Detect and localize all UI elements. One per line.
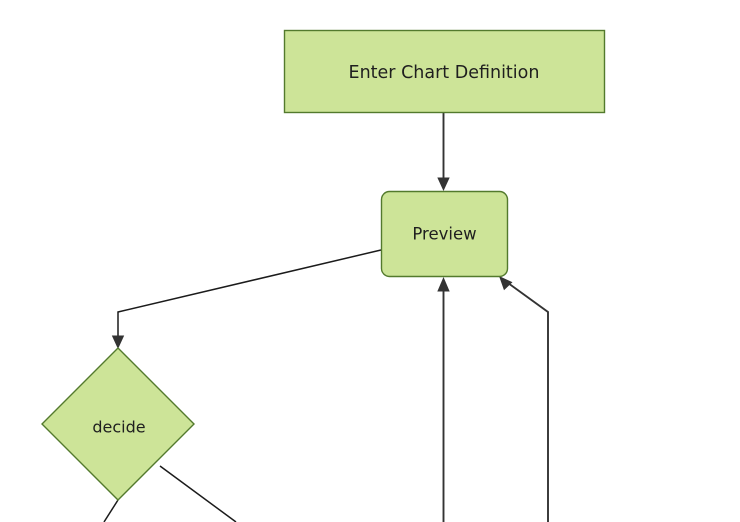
edge-decide-to-bottom-left — [103, 499, 119, 522]
arrowhead-down-icon — [437, 177, 450, 191]
node-rect[interactable] — [283, 29, 606, 114]
node-preview[interactable]: Preview — [380, 190, 509, 278]
edge-line — [103, 499, 119, 522]
edge-bottom-center-to-preview — [437, 277, 450, 522]
edge-line — [507, 282, 549, 522]
edge-decide-to-bottom-right — [159, 465, 237, 522]
node-rounded-rect[interactable] — [380, 190, 509, 278]
node-decide[interactable]: decide — [41, 347, 195, 501]
node-label: decide — [92, 418, 145, 437]
arrowhead-down-icon — [111, 335, 125, 349]
arrowhead-up-left-icon — [499, 276, 513, 291]
node-label: Enter Chart Definition — [349, 63, 540, 83]
edge-line — [159, 465, 237, 522]
node-diamond[interactable] — [41, 347, 195, 501]
edge-bottom-right-to-preview — [499, 276, 549, 522]
node-enter-chart-definition[interactable]: Enter Chart Definition — [283, 29, 606, 114]
edge-line — [117, 249, 382, 336]
arrowhead-up-icon — [437, 277, 450, 292]
node-label: Preview — [412, 225, 476, 244]
edge-preview-to-decide — [111, 249, 382, 349]
edge-enter-to-preview — [437, 113, 450, 191]
